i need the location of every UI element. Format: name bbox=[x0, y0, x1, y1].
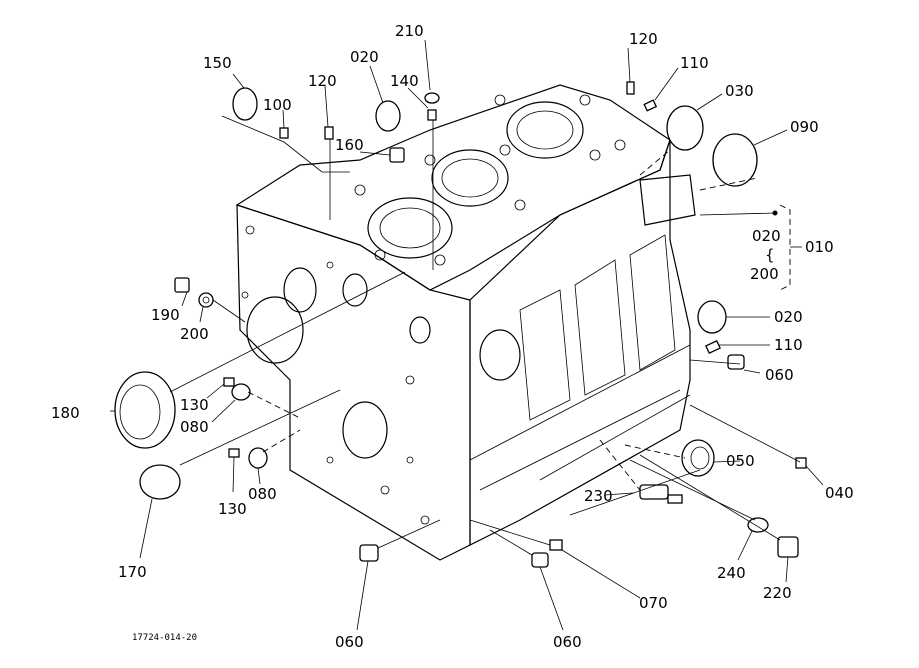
callout-130-upper: 130 bbox=[180, 396, 209, 414]
plug-020-right bbox=[697, 300, 727, 334]
callout-100: 100 bbox=[263, 96, 292, 114]
callout-050: 050 bbox=[726, 452, 755, 470]
plug-060-bottom-right bbox=[531, 552, 549, 568]
callout-020-top: 020 bbox=[350, 48, 379, 66]
plug-050 bbox=[681, 439, 715, 477]
washer-240 bbox=[747, 517, 769, 533]
plug-160 bbox=[389, 147, 405, 163]
callout-030: 030 bbox=[725, 82, 754, 100]
pin-110-top bbox=[643, 99, 658, 112]
callout-060-right: 060 bbox=[765, 366, 794, 384]
callout-190: 190 bbox=[151, 306, 180, 324]
pin-130-lower bbox=[228, 448, 240, 458]
callout-070: 070 bbox=[639, 594, 668, 612]
callout-020-right: 020 bbox=[774, 308, 803, 326]
plug-060-bottom-left bbox=[359, 544, 379, 562]
plug-090 bbox=[712, 133, 758, 187]
callout-150: 150 bbox=[203, 54, 232, 72]
callout-170: 170 bbox=[118, 563, 147, 581]
range-bracket-010 bbox=[779, 204, 802, 291]
pin-120-right bbox=[626, 81, 635, 95]
callout-130-lower: 130 bbox=[218, 500, 247, 518]
callout-240: 240 bbox=[717, 564, 746, 582]
pin-140 bbox=[427, 109, 437, 121]
callout-220: 220 bbox=[763, 584, 792, 602]
callout-120-left: 120 bbox=[308, 72, 337, 90]
sensor-230 bbox=[639, 484, 683, 504]
pin-110-right bbox=[705, 339, 721, 355]
pin-040 bbox=[795, 457, 807, 469]
callout-210: 210 bbox=[395, 22, 424, 40]
leader-lines bbox=[110, 39, 824, 631]
callout-120-right: 120 bbox=[629, 30, 658, 48]
cylinder-block bbox=[235, 84, 696, 561]
callout-110-right: 110 bbox=[774, 336, 803, 354]
callout-060-bottom-left: 060 bbox=[335, 633, 364, 651]
pin-070 bbox=[549, 539, 563, 551]
drawing-code: 17724-014-20 bbox=[132, 633, 197, 643]
pin-130-upper bbox=[223, 377, 235, 387]
callout-230: 230 bbox=[584, 487, 613, 505]
callout-180: 180 bbox=[51, 404, 80, 422]
callout-160: 160 bbox=[335, 136, 364, 154]
plug-060-right bbox=[727, 354, 745, 370]
pin-120-left bbox=[324, 126, 334, 140]
plug-080-upper bbox=[231, 383, 251, 401]
plug-150 bbox=[232, 87, 258, 121]
callout-060-bottom-right: 060 bbox=[553, 633, 582, 651]
callout-040: 040 bbox=[825, 484, 854, 502]
washer-210 bbox=[424, 92, 440, 104]
callout-020-range-start: 020 bbox=[752, 227, 781, 245]
callout-080-lower: 080 bbox=[248, 485, 277, 503]
oil-seal-180 bbox=[114, 371, 176, 449]
callout-110-top: 110 bbox=[680, 54, 709, 72]
callout-200: 200 bbox=[180, 325, 209, 343]
callout-080-upper: 080 bbox=[180, 418, 209, 436]
bolt-190 bbox=[174, 277, 190, 293]
washer-200 bbox=[198, 292, 214, 308]
callout-090: 090 bbox=[790, 118, 819, 136]
callout-010: 010 bbox=[805, 238, 834, 256]
plug-030 bbox=[666, 105, 704, 151]
plug-220 bbox=[777, 536, 799, 558]
callout-labels: 150 100 120 020 140 210 120 110 030 090 … bbox=[51, 22, 854, 651]
plug-170 bbox=[139, 464, 181, 500]
range-tilde: { bbox=[765, 246, 775, 264]
plug-020-top bbox=[375, 100, 401, 132]
pin-100 bbox=[279, 127, 289, 139]
callout-140: 140 bbox=[390, 72, 419, 90]
callout-200-range-end: 200 bbox=[750, 265, 779, 283]
